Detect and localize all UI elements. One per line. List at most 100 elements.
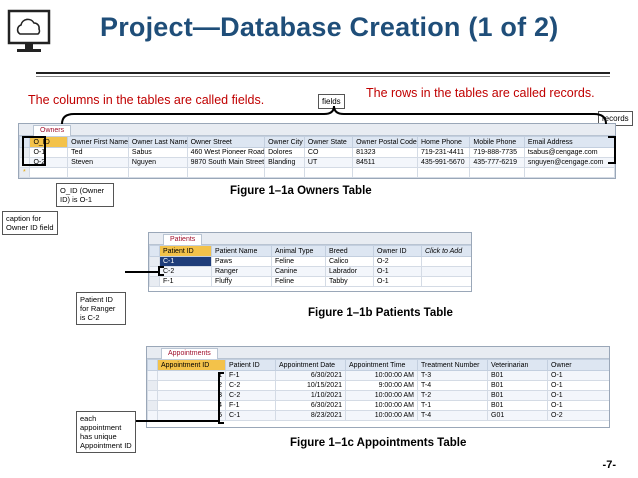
cell[interactable]: C-2	[225, 390, 276, 401]
cell[interactable]: C-1	[225, 410, 276, 421]
cell[interactable]: 1/10/2021	[275, 390, 346, 401]
cell[interactable]: 10:00:00 AM	[345, 400, 418, 411]
cell[interactable]: 5	[157, 410, 226, 421]
cell[interactable]: tsabus@cengage.com	[523, 147, 615, 158]
cell[interactable]: 9:00:00 AM	[345, 380, 418, 391]
col-header[interactable]: Treatment Number	[417, 359, 488, 371]
cell[interactable]: 6/30/2021	[275, 400, 346, 411]
cell[interactable]: O-1	[547, 370, 609, 381]
col-header[interactable]: Owner Postal Code	[352, 136, 418, 148]
cell[interactable]: Tabby	[325, 276, 374, 287]
col-header[interactable]: Owner City	[264, 136, 305, 148]
cell[interactable]: T-1	[417, 400, 488, 411]
cell[interactable]: T-2	[417, 390, 488, 401]
cell[interactable]: 81323	[352, 147, 418, 158]
cell[interactable]: 4	[157, 400, 226, 411]
cell[interactable]: Nguyen	[127, 157, 188, 168]
cell[interactable]: 10:00:00 AM	[345, 390, 418, 401]
cell[interactable]: 9870 South Main Street	[186, 157, 266, 168]
cell[interactable]: Feline	[271, 256, 326, 267]
table-row[interactable]: 1 F-1 6/30/2021 10:00:00 AM T-3 B01 O-1	[147, 370, 609, 381]
table-row[interactable]: 4 F-1 6/30/2021 10:00:00 AM T-1 B01 O-1	[147, 400, 609, 411]
cell[interactable]: O-2	[373, 256, 422, 267]
col-header[interactable]: Mobile Phone	[469, 136, 525, 148]
cell[interactable]: Labrador	[325, 266, 374, 277]
cell[interactable]: 84511	[352, 157, 418, 168]
cell[interactable]: O-1	[547, 380, 609, 391]
cell[interactable]: T-3	[417, 370, 488, 381]
new-record-row[interactable]: *	[19, 167, 615, 178]
cell[interactable]: Feline	[271, 276, 326, 287]
cell[interactable]: 10:00:00 AM	[345, 370, 418, 381]
cell[interactable]: CO	[303, 147, 354, 158]
table-row[interactable]: 2 C-2 10/15/2021 9:00:00 AM T-4 B01 O-1	[147, 380, 609, 391]
cell[interactable]: O-1	[373, 266, 422, 277]
cell[interactable]: 8/23/2021	[275, 410, 346, 421]
col-header[interactable]: Veterinarian	[487, 359, 548, 371]
cell[interactable]: C-2	[225, 380, 276, 391]
col-header[interactable]: Breed	[325, 245, 374, 257]
cell[interactable]: Calico	[325, 256, 374, 267]
table-row[interactable]: C-1 Paws Feline Calico O-2	[149, 256, 471, 267]
cell[interactable]: O-1	[373, 276, 422, 287]
cell[interactable]: Canine	[271, 266, 326, 277]
cell[interactable]: O-1	[547, 390, 609, 401]
cell[interactable]: 2	[157, 380, 226, 391]
col-header[interactable]: Animal Type	[271, 245, 326, 257]
cell[interactable]: 435-991-5670	[416, 157, 471, 168]
col-header[interactable]: Appointment Date	[275, 359, 346, 371]
cell[interactable]: UT	[303, 157, 354, 168]
col-header[interactable]: Owner State	[303, 136, 354, 148]
cell[interactable]: B01	[487, 380, 548, 391]
cell[interactable]: Sabus	[127, 147, 188, 158]
col-header[interactable]: Owner ID	[373, 245, 422, 257]
cell[interactable]	[421, 276, 471, 287]
cell[interactable]: O-1	[547, 400, 609, 411]
cell[interactable]: B01	[487, 390, 548, 401]
cell[interactable]: snguyen@cengage.com	[523, 157, 615, 168]
cell[interactable]: B01	[487, 370, 548, 381]
col-header[interactable]: Patient ID	[225, 359, 276, 371]
col-header[interactable]: Email Address	[523, 136, 615, 148]
cell[interactable]: Paws	[211, 256, 272, 267]
tab-owners[interactable]: Owners	[33, 125, 72, 136]
col-header[interactable]: Patient ID	[159, 245, 212, 257]
table-row[interactable]: O-2 Steven Nguyen 9870 South Main Street…	[19, 157, 615, 168]
cell[interactable]: C-1	[159, 256, 212, 267]
cell[interactable]: 719-231-4411	[416, 147, 471, 158]
cell[interactable]: O-2	[547, 410, 609, 421]
col-header[interactable]: Click to Add	[421, 245, 471, 257]
cell[interactable]: F-1	[159, 276, 212, 287]
cell[interactable]: 1	[157, 370, 226, 381]
cell[interactable]: 3	[157, 390, 226, 401]
table-row[interactable]: F-1 Fluffy Feline Tabby O-1	[149, 276, 471, 287]
cell[interactable]: Steven	[67, 157, 129, 168]
cell[interactable]: 10/15/2021	[275, 380, 346, 391]
col-header[interactable]: Appointment Time	[345, 359, 418, 371]
cell[interactable]: 719-888-7735	[469, 147, 525, 158]
cell[interactable]: 6/30/2021	[275, 370, 346, 381]
cell[interactable]: 435-777-6219	[469, 157, 525, 168]
cell[interactable]: Fluffy	[211, 276, 272, 287]
col-header[interactable]: Owner Last Name	[127, 136, 188, 148]
col-header[interactable]: Owner Street	[186, 136, 266, 148]
cell[interactable]: T-4	[417, 410, 488, 421]
col-header[interactable]: Appointment ID	[157, 359, 226, 371]
col-header[interactable]: Owner	[547, 359, 609, 371]
cell[interactable]: 10:00:00 AM	[345, 410, 418, 421]
cell[interactable]: F-1	[225, 370, 276, 381]
cell[interactable]: B01	[487, 400, 548, 411]
tab-appointments[interactable]: Appointments	[161, 348, 218, 359]
cell[interactable]: G01	[487, 410, 548, 421]
table-row[interactable]: 3 C-2 1/10/2021 10:00:00 AM T-2 B01 O-1	[147, 390, 609, 401]
cell[interactable]: Blanding	[264, 157, 305, 168]
cell[interactable]: Dolores	[264, 147, 305, 158]
col-header[interactable]: Patient Name	[211, 245, 272, 257]
cell[interactable]: C-2	[159, 266, 212, 277]
col-header[interactable]: Home Phone	[416, 136, 471, 148]
col-header[interactable]: Owner First Name	[67, 136, 129, 148]
table-row[interactable]: C-2 Ranger Canine Labrador O-1	[149, 266, 471, 277]
table-row[interactable]: O-1 Ted Sabus 460 West Pioneer Road Dolo…	[19, 147, 615, 158]
cell[interactable]: Ted	[67, 147, 129, 158]
cell[interactable]	[421, 256, 471, 267]
